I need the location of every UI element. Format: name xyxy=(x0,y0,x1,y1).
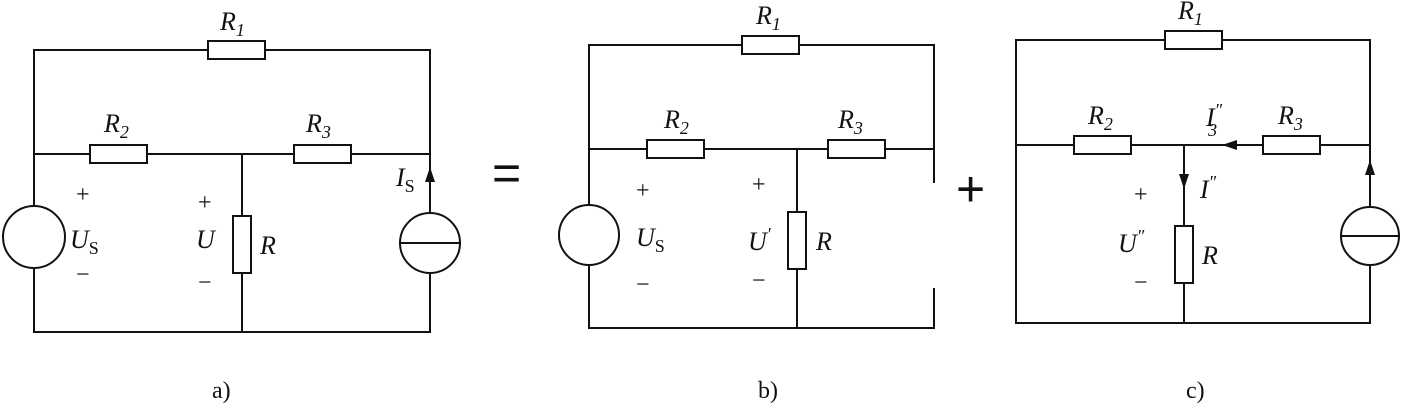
circuit-a-resistor-r2 xyxy=(89,144,148,164)
circuit-b-voltage-source-us xyxy=(558,204,620,266)
circuit-c-u-minus: − xyxy=(1134,270,1148,296)
circuit-b-resistor-r1 xyxy=(741,35,800,55)
circuit-c-resistor-r3 xyxy=(1262,135,1321,155)
circuit-b-u-minus: − xyxy=(752,268,766,294)
circuit-a-label-r3: R3 xyxy=(305,109,331,142)
circuit-c-source-current-arrow xyxy=(1365,160,1375,175)
circuit-c-current-source xyxy=(1340,206,1400,266)
circuit-a-caption: a) xyxy=(212,378,231,404)
circuit-b-resistor-r3 xyxy=(827,139,886,159)
circuit-c-resistor-r1 xyxy=(1164,30,1223,50)
circuit-c-current-arrow-i3 xyxy=(1222,140,1237,150)
circuit-a-label-r: R xyxy=(259,231,276,260)
circuit-b-caption: b) xyxy=(758,378,778,404)
circuit-b-label-u-prime: U′ xyxy=(748,224,772,256)
circuit-b-label-r3: R3 xyxy=(837,105,863,138)
circuit-a-label-us: US xyxy=(70,225,99,258)
circuit-c-resistor-r2 xyxy=(1073,135,1132,155)
circuit-c-label-r2: R2 xyxy=(1087,101,1113,134)
circuit-c-caption: c) xyxy=(1186,378,1205,404)
circuit-c-label-r: R xyxy=(1201,241,1218,270)
circuit-a-resistor-r3 xyxy=(293,144,352,164)
circuit-c-resistor-r xyxy=(1174,225,1194,284)
circuit-b-us-plus: + xyxy=(636,178,650,204)
equals-operator: = xyxy=(492,145,521,201)
circuit-b-resistor-r xyxy=(787,211,807,270)
circuit-c-label-u: U″ xyxy=(1118,226,1145,258)
circuit-b-resistor-r2 xyxy=(646,139,705,159)
circuit-b-u-plus: + xyxy=(752,172,766,198)
circuit-c-label-i: I″ xyxy=(1199,172,1217,204)
circuit-c-u-plus: + xyxy=(1134,182,1148,208)
circuit-c: R1 R2 R3 R I″3 I″ U″ + − c) xyxy=(1015,0,1400,404)
circuit-a-resistor-r xyxy=(232,215,252,274)
circuit-a-label-r1: R1 xyxy=(219,7,245,40)
circuit-a-label-is: IS xyxy=(395,163,415,196)
circuit-b-label-us: US xyxy=(636,223,665,256)
circuit-a-current-source-is xyxy=(399,212,461,274)
circuit-b-us-minus: − xyxy=(636,272,650,298)
circuit-c-label-i3: I″3 xyxy=(1205,100,1223,140)
circuit-a-label-u: U xyxy=(196,225,217,254)
circuit-c-label-r1: R1 xyxy=(1177,0,1203,29)
circuit-b-label-r1: R1 xyxy=(755,1,781,34)
circuit-c-label-r3: R3 xyxy=(1277,101,1303,134)
circuit-a-u-plus: + xyxy=(198,190,212,216)
circuit-a-voltage-source-us xyxy=(2,205,66,269)
circuit-a-current-arrow-is xyxy=(425,167,435,182)
circuit-c-current-arrow-i xyxy=(1179,174,1189,189)
plus-operator: + xyxy=(956,161,985,217)
circuit-a-u-minus: − xyxy=(198,270,212,296)
circuit-a-us-plus: + xyxy=(76,182,90,208)
circuit-a-resistor-r1 xyxy=(207,40,266,60)
circuit-b-label-r2: R2 xyxy=(663,105,689,138)
circuit-b: R1 R2 R3 R US U′ + − + − b) xyxy=(558,1,935,404)
circuit-b-label-r: R xyxy=(815,227,832,256)
circuit-a-label-r2: R2 xyxy=(103,109,129,142)
circuit-a-us-minus: − xyxy=(76,262,90,288)
circuit-a-wires xyxy=(33,49,431,333)
circuit-a: R1 R2 R3 R US U IS + − + − a) xyxy=(2,7,461,404)
